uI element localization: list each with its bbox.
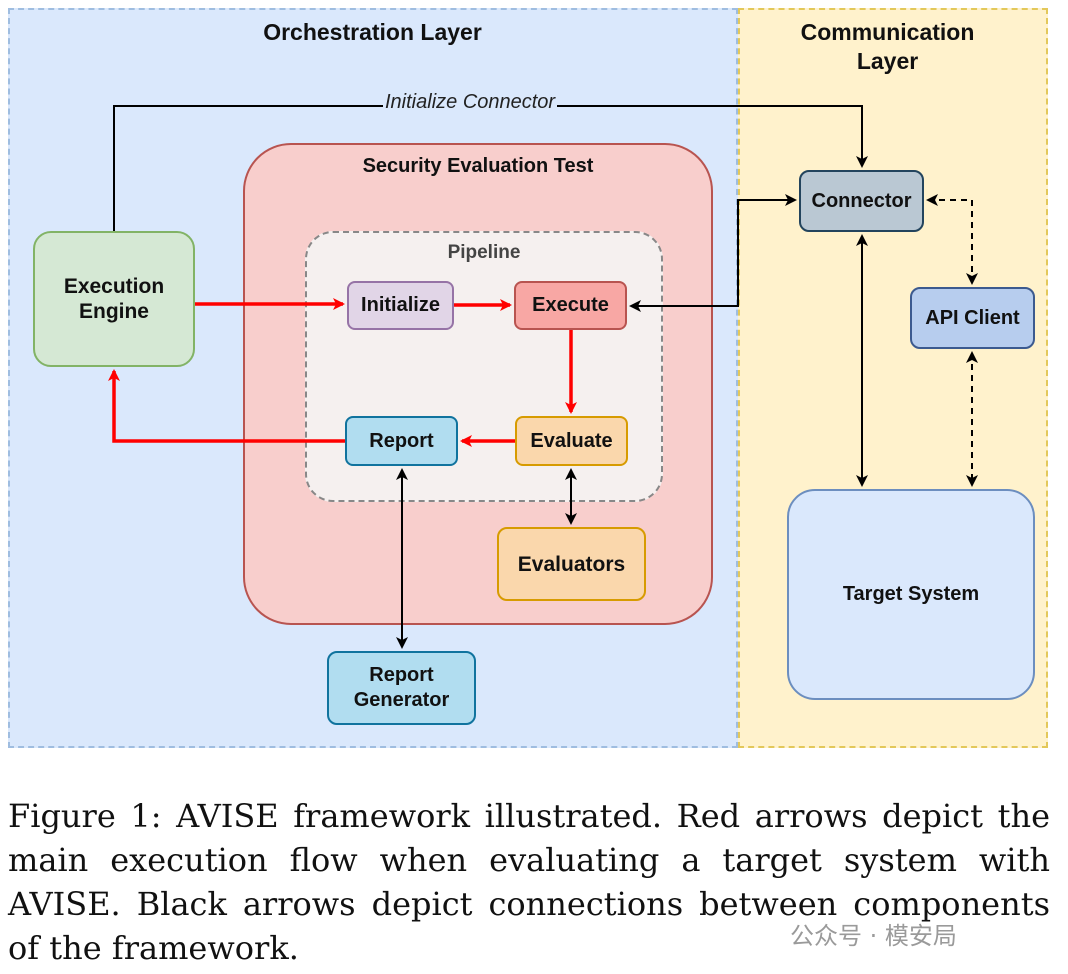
- communication-layer-title-line1: Communication: [800, 19, 975, 45]
- report-label: Report: [369, 429, 434, 452]
- evaluate-label: Evaluate: [530, 429, 613, 452]
- initialize-node: Initialize: [347, 281, 454, 330]
- report-node: Report: [345, 416, 458, 466]
- evaluators-node: Evaluators: [497, 527, 646, 601]
- target-system-label: Target System: [842, 583, 980, 605]
- orchestration-layer-title: Orchestration Layer: [263, 19, 482, 45]
- communication-layer-title-line2: Layer: [856, 48, 919, 74]
- report-generator-label-line2: Generator: [353, 689, 450, 711]
- api-client-label: API Client: [925, 306, 1020, 329]
- framework-diagram: Orchestration Layer Communication Layer …: [8, 8, 1048, 748]
- connector-label: Connector: [811, 189, 912, 212]
- arrow-initialize-connector: [113, 105, 868, 231]
- execution-engine-label-line2: Engine: [78, 300, 149, 323]
- initialize-label: Initialize: [361, 294, 440, 316]
- execution-engine-label-line1: Execution: [63, 275, 165, 298]
- communication-layer-title: Communication Layer: [760, 18, 1015, 76]
- evaluators-label: Evaluators: [517, 552, 626, 576]
- pipeline-title: Pipeline: [447, 242, 521, 263]
- execute-label: Execute: [532, 294, 609, 316]
- figure-caption: Figure 1: AVISE framework illustrated. R…: [8, 797, 1050, 967]
- execution-engine-node: Execution Engine: [33, 231, 195, 367]
- arrow-connector-apiclient: [926, 194, 978, 285]
- report-generator-label-line1: Report: [369, 664, 434, 686]
- connection-arrows: [108, 105, 978, 649]
- watermark: 公众号 · 模安局: [790, 922, 957, 950]
- evaluate-node: Evaluate: [515, 416, 628, 466]
- connector-node: Connector: [799, 170, 924, 232]
- initialize-connector-edge-label: Initialize Connector: [383, 91, 558, 113]
- security-evaluation-test-title: Security Evaluation Test: [362, 155, 594, 177]
- api-client-node: API Client: [910, 287, 1035, 349]
- target-system-node: Target System: [787, 489, 1035, 700]
- arrow-report-to-engine: [108, 369, 345, 443]
- execute-node: Execute: [514, 281, 627, 330]
- report-generator-node: Report Generator: [327, 651, 476, 725]
- arrow-execute-connector: [629, 194, 797, 312]
